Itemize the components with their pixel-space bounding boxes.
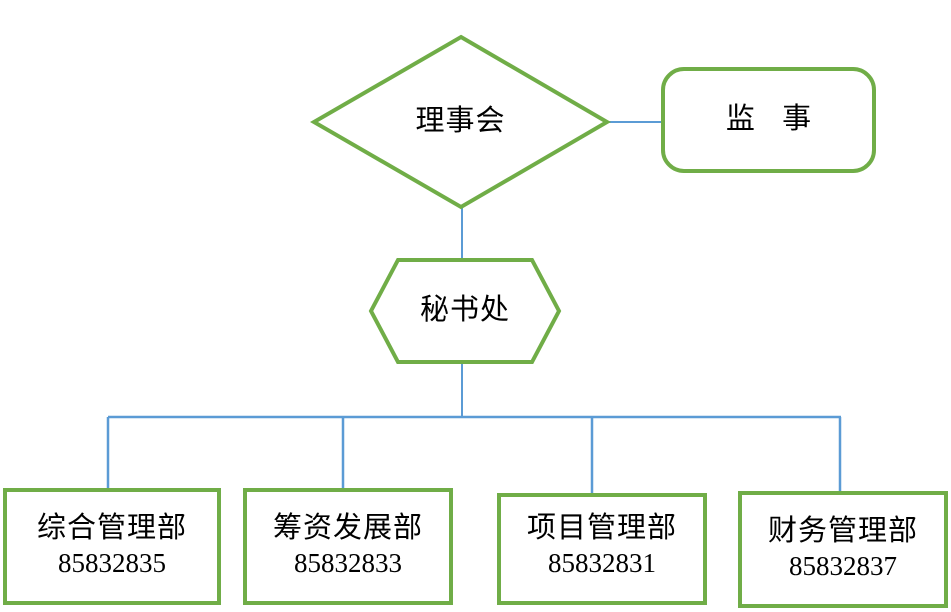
- node-shape-secretariat[interactable]: [368, 258, 562, 364]
- node-shape-dept-2[interactable]: [497, 493, 707, 605]
- node-shape-dept-0[interactable]: [3, 488, 221, 605]
- node-shape-dept-1[interactable]: [243, 488, 453, 605]
- node-shape-dept-3[interactable]: [738, 491, 948, 608]
- node-shape-board[interactable]: [310, 34, 611, 210]
- node-shape-supervisor[interactable]: [661, 67, 876, 173]
